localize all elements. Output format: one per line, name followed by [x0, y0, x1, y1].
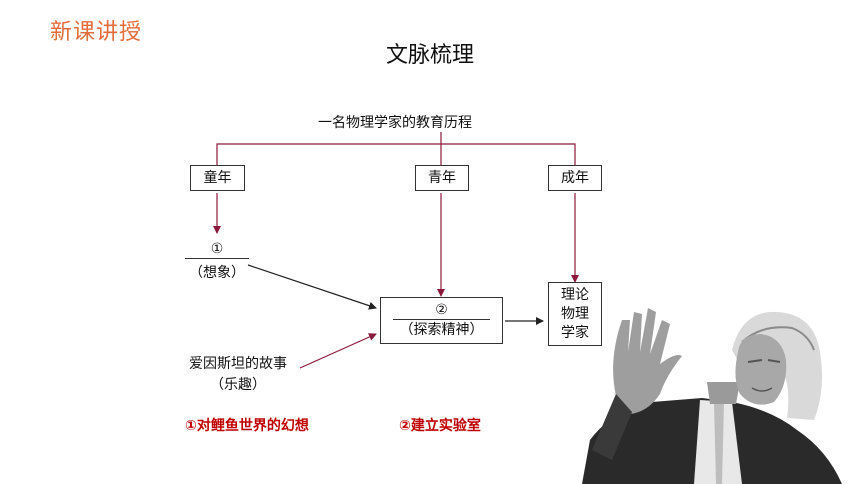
youth-blank-number: ②: [435, 302, 448, 318]
physicist-photo: [582, 308, 842, 484]
diagram-root-label: 一名物理学家的教育历程: [318, 115, 472, 131]
story-title: 爱因斯坦的故事: [189, 356, 287, 372]
story-hint: （乐趣）: [210, 377, 266, 393]
childhood-hint: （想象）: [189, 265, 245, 281]
answer-1: ①对鲤鱼世界的幻想: [185, 418, 309, 434]
stage-youth: 青年: [415, 165, 469, 191]
youth-hint: （探索精神）: [399, 322, 484, 338]
stage-adult: 成年: [548, 165, 602, 191]
answer-2: ②建立实验室: [399, 418, 481, 434]
stage-childhood: 童年: [190, 165, 245, 191]
adult-box: 理论 物理 学家: [548, 282, 602, 346]
adult-line-2: 物理: [561, 306, 589, 322]
childhood-blank-line: [185, 258, 249, 259]
youth-box: ② （探索精神）: [380, 297, 503, 344]
childhood-blank-number: ①: [210, 241, 224, 257]
adult-line-1: 理论: [561, 287, 589, 303]
youth-blank-line: [393, 319, 490, 320]
adult-line-3: 学家: [561, 325, 589, 341]
section-tag: 新课讲授: [50, 20, 143, 45]
page-title: 文脉梳理: [385, 43, 474, 68]
